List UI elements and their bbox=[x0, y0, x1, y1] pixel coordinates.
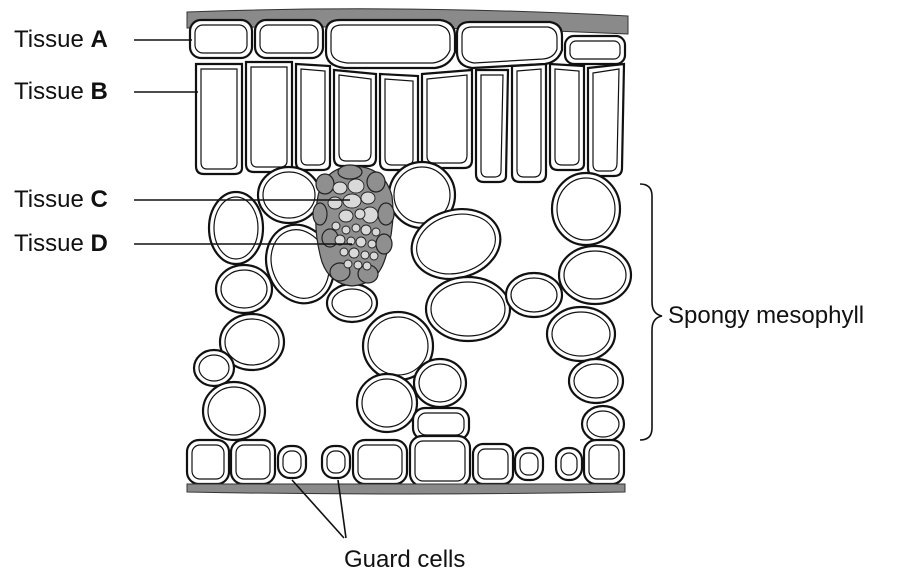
label-tissue-d: Tissue D bbox=[14, 232, 108, 256]
spongy-mesophyll-brace bbox=[640, 184, 662, 440]
upper-epidermis bbox=[190, 20, 625, 68]
label-guard-cells: Guard cells bbox=[344, 548, 465, 572]
vascular-bundle bbox=[313, 165, 394, 286]
spongy-mesophyll-cells bbox=[194, 162, 631, 442]
lower-cuticle bbox=[187, 484, 625, 494]
label-tissue-a: Tissue A bbox=[14, 28, 108, 52]
label-tissue-c: Tissue C bbox=[14, 188, 108, 212]
lower-epidermis bbox=[187, 436, 624, 486]
label-spongy-mesophyll: Spongy mesophyll bbox=[668, 304, 864, 328]
label-tissue-b: Tissue B bbox=[14, 80, 108, 104]
